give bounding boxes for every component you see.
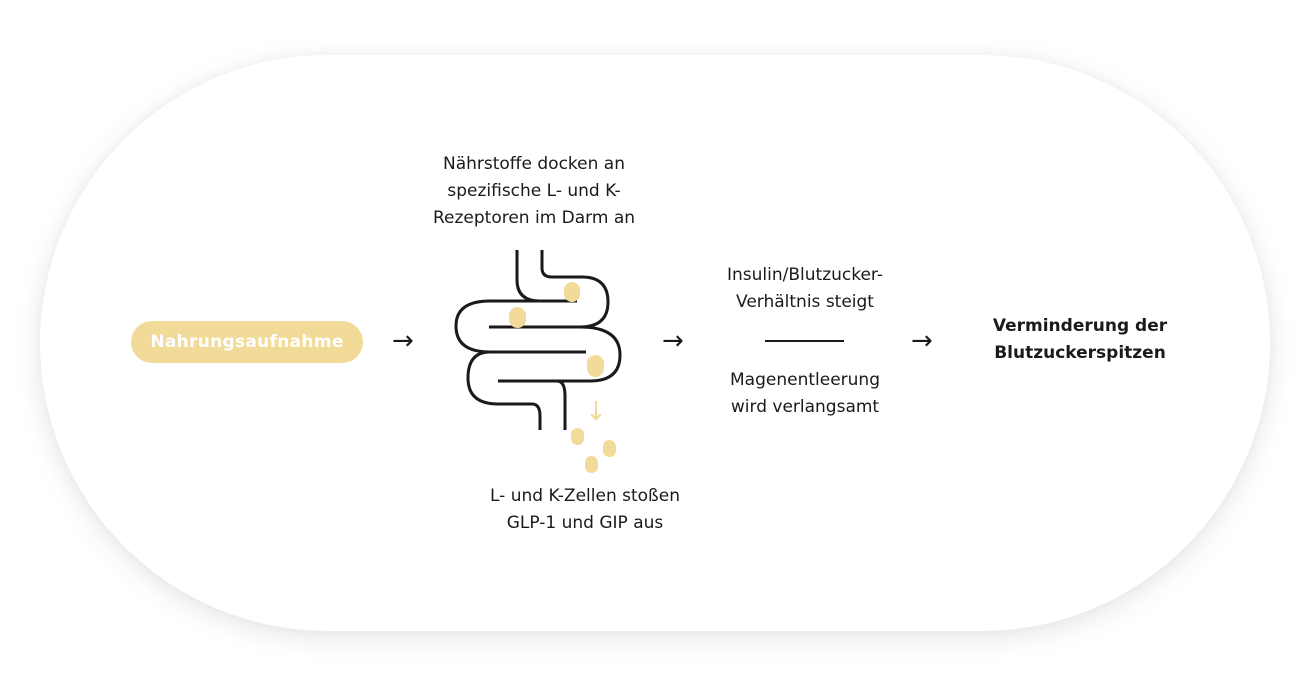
result-line: Blutzuckerspitzen	[994, 343, 1166, 363]
effect-insulin: Insulin/Blutzucker- Verhältnis steigt	[690, 262, 920, 316]
effect-line: Verhältnis steigt	[736, 292, 874, 312]
release-line: L- und K-Zellen stoßen	[489, 486, 680, 506]
effect-line: Magenentleerung	[730, 370, 880, 390]
receptor-line: Rezeptoren im Darm an	[432, 208, 636, 228]
result-line: Verminderung der	[992, 316, 1168, 336]
arrow-right-icon: →	[662, 326, 684, 356]
intestine-loop-right-2	[498, 325, 622, 383]
effect-line: Insulin/Blutzucker-	[727, 265, 883, 285]
arrow-right-icon: →	[392, 326, 414, 356]
intestine-loop-1-outer	[489, 250, 610, 329]
arrow-right-icon: →	[911, 326, 933, 356]
release-description: L- und K-Zellen stoßen GLP-1 und GIP aus	[460, 483, 710, 537]
effect-gastric-emptying: Magenentleerung wird verlangsamt	[690, 367, 920, 421]
intestine-exit	[556, 379, 567, 430]
intestine-icon: ↓	[454, 250, 622, 473]
receptor-description: Nährstoffe docken an spezifische L- und …	[404, 151, 664, 232]
nutrient-dot	[509, 307, 526, 328]
intestine-loop-left-1	[454, 299, 586, 354]
effect-line: wird verlangsamt	[730, 397, 880, 417]
start-step-pill: Nahrungsaufnahme	[131, 321, 363, 363]
start-step-label: Nahrungsaufnahme	[150, 332, 344, 352]
receptor-line: Nährstoffe docken an	[442, 154, 625, 174]
hormone-dot	[603, 440, 616, 457]
nutrient-dot	[564, 282, 580, 302]
hormone-dot	[571, 428, 584, 445]
result-description: Verminderung der Blutzuckerspitzen	[960, 313, 1200, 367]
release-line: GLP-1 und GIP aus	[506, 513, 664, 533]
effect-divider	[765, 340, 844, 342]
hormone-dot	[585, 456, 598, 473]
nutrient-dot	[587, 355, 604, 377]
intestine-loop-left-2	[466, 350, 542, 430]
down-arrow-icon: ↓	[585, 397, 607, 427]
receptor-line: spezifische L- und K-	[447, 181, 621, 201]
